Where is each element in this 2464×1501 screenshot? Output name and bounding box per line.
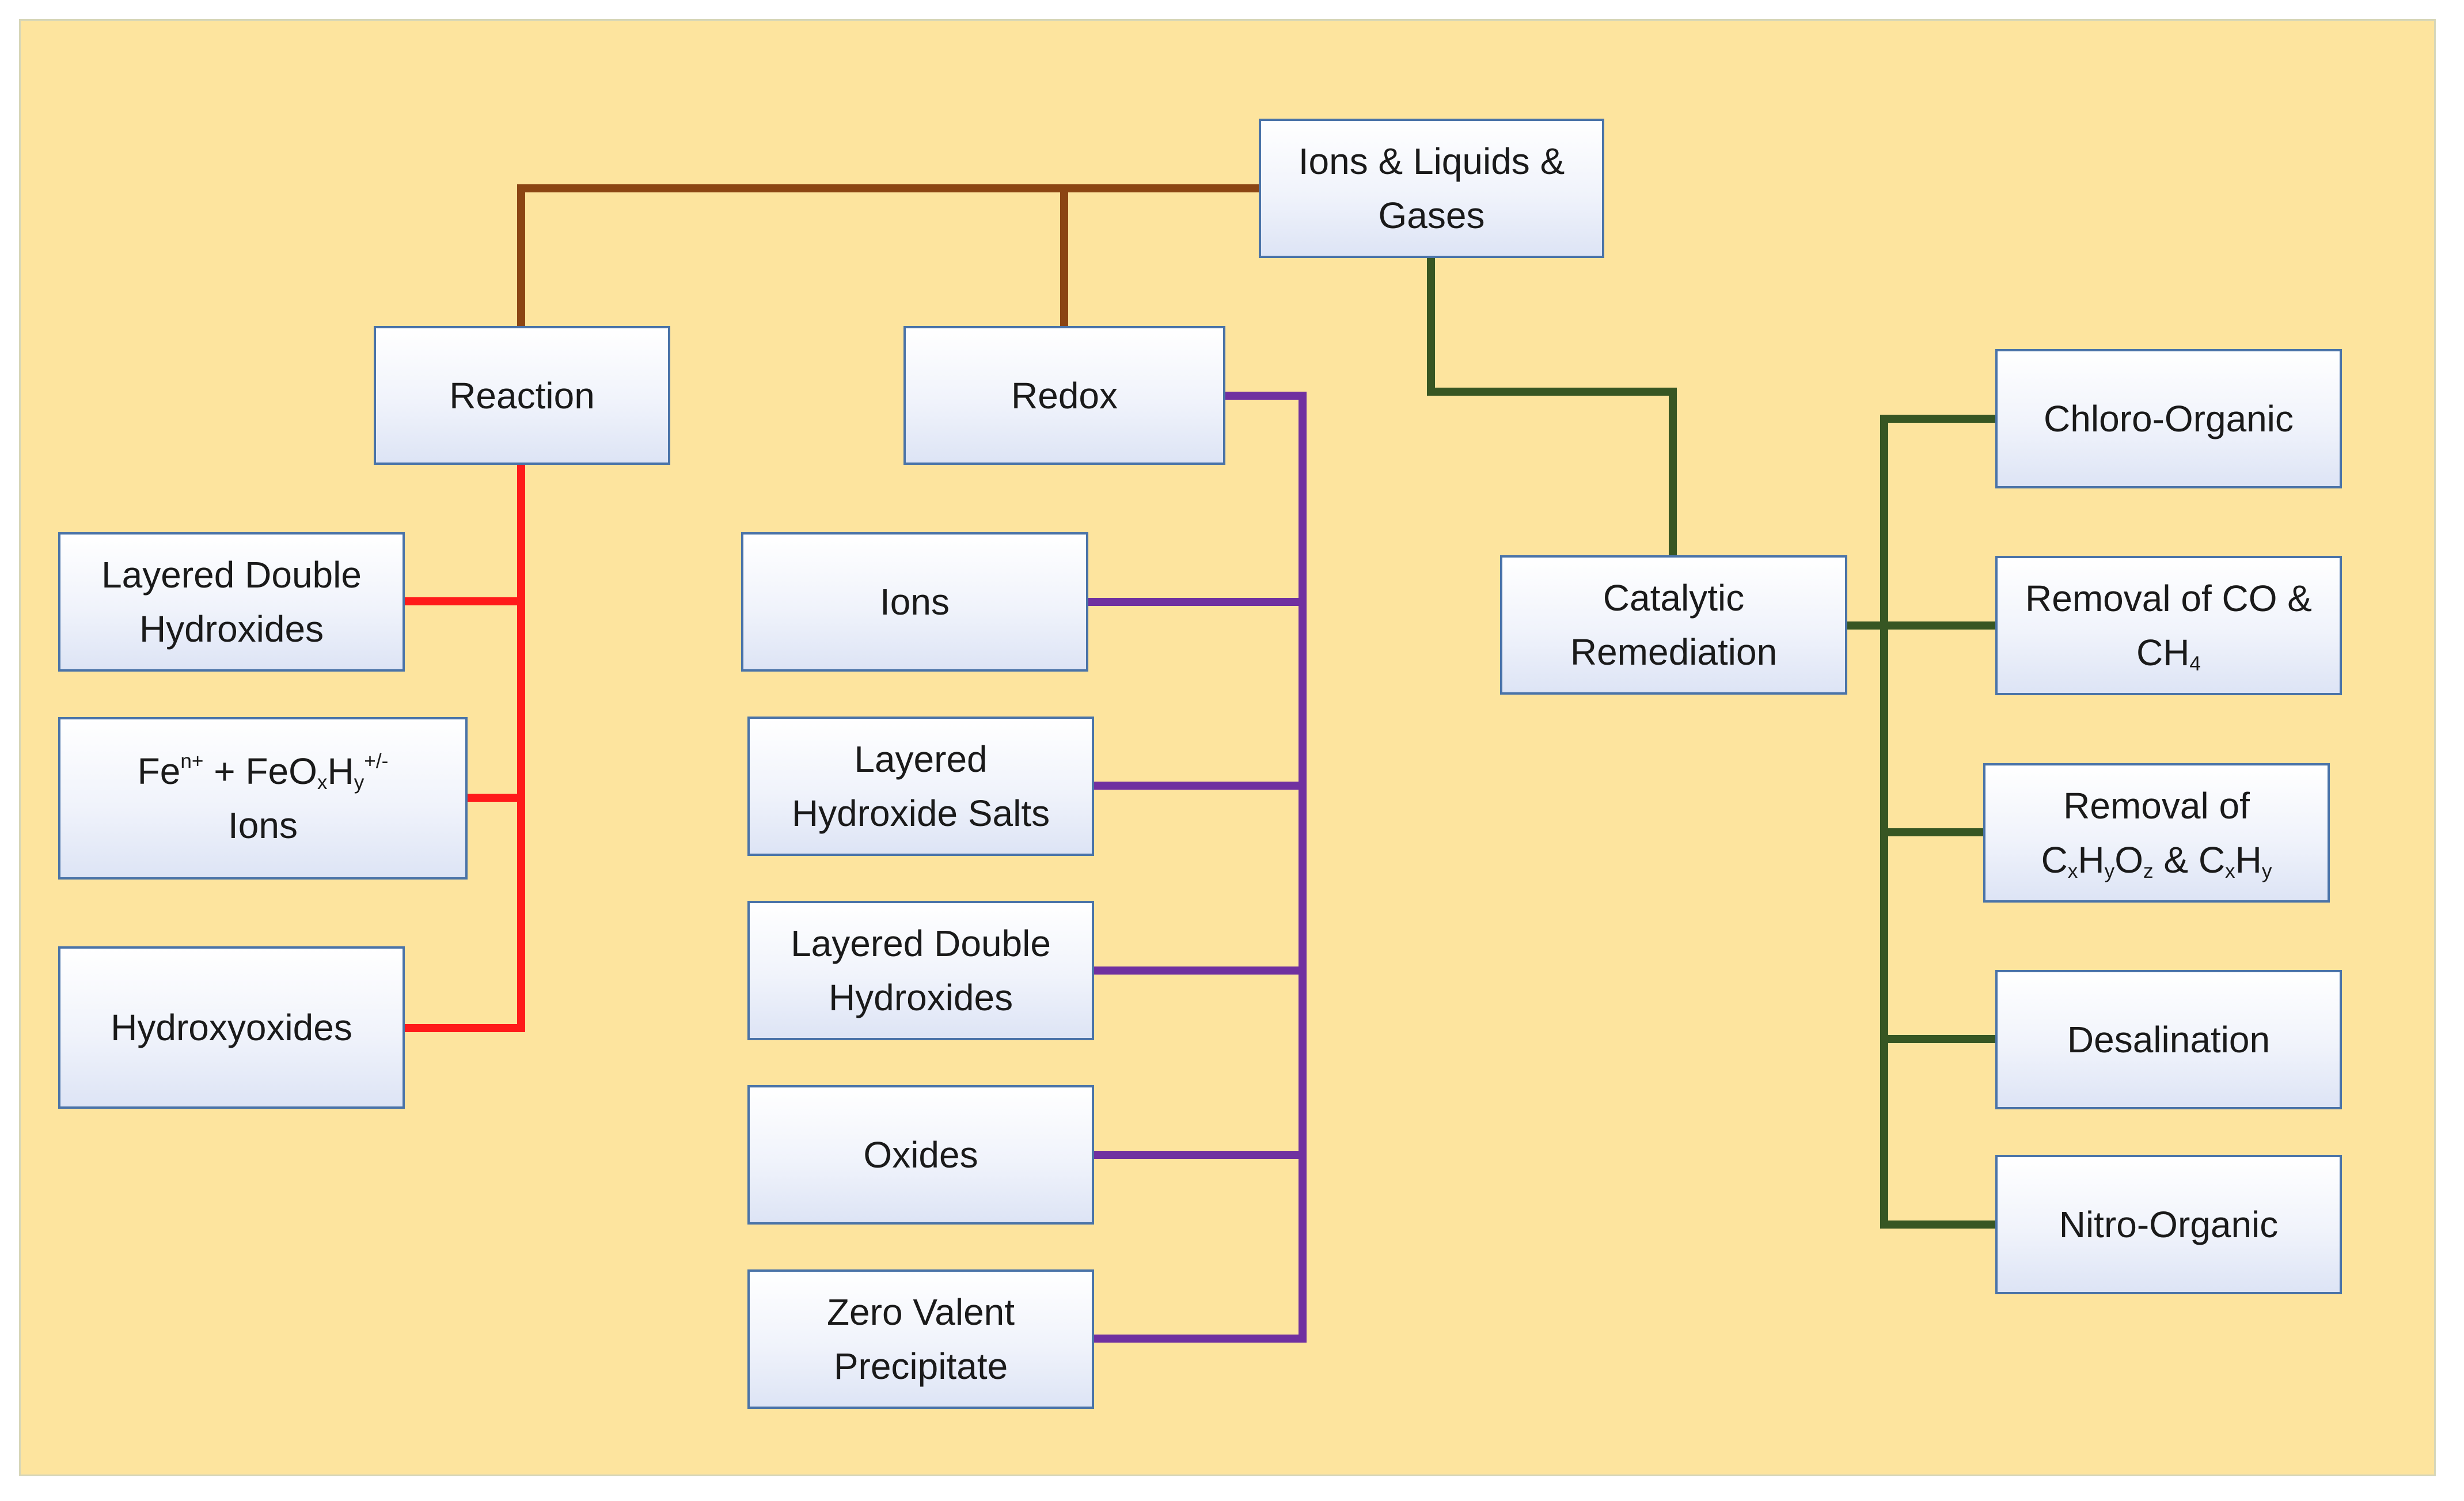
redox-trunk-connector	[1091, 392, 1307, 1343]
cxhyoz-node: Removal of CxHyOz & CxHy	[1983, 763, 2330, 903]
c-symbol-2: C	[2198, 839, 2226, 881]
x-subscript-2: x	[2225, 859, 2235, 882]
chloro-organic-node: Chloro-Organic	[1995, 349, 2342, 488]
redox-node: Redox	[903, 326, 1225, 465]
redox-oxides-node: Oxides	[747, 1085, 1094, 1225]
catalytic-line1: Catalytic	[1603, 577, 1745, 619]
reaction-ldh-line1: Layered Double	[101, 554, 362, 596]
redox-lhs-line1: Layered	[854, 738, 988, 780]
reaction-ldh-node: Layered Double Hydroxides	[58, 532, 405, 672]
root-node: Ions & Liquids & Gases	[1259, 119, 1604, 258]
redox-ldh-line2: Hydroxides	[828, 977, 1013, 1018]
h-symbol: H	[327, 750, 354, 792]
ampersand-text: &	[2153, 839, 2199, 881]
desalination-node: Desalination	[1995, 970, 2342, 1109]
x-subscript: x	[317, 771, 328, 794]
redox-ldh-node: Layered Double Hydroxides	[747, 901, 1094, 1040]
redox-zvp-line2: Precipitate	[833, 1345, 1008, 1387]
y-subscript-2: y	[2261, 859, 2272, 882]
redox-lhs-node: Layered Hydroxide Salts	[747, 717, 1094, 856]
y-subscript: y	[2104, 859, 2115, 882]
redox-zvp-line1: Zero Valent	[826, 1291, 1015, 1333]
catalytic-line2: Remediation	[1570, 631, 1778, 673]
fe-symbol: Fe	[137, 750, 181, 792]
fe-ions-line2: Ions	[228, 805, 298, 846]
redox-lhs-line2: Hydroxide Salts	[791, 793, 1050, 834]
c-symbol: C	[2041, 839, 2068, 881]
nitro-organic-node: Nitro-Organic	[1995, 1155, 2342, 1294]
chloro-organic-label: Chloro-Organic	[2044, 398, 2294, 439]
root-label-line1: Ions & Liquids &	[1298, 141, 1565, 182]
ch-symbol: CH	[2136, 632, 2190, 673]
ion-charge-superscript: +/-	[364, 749, 389, 772]
redox-oxides-label: Oxides	[863, 1134, 978, 1176]
nitro-organic-label: Nitro-Organic	[2059, 1204, 2279, 1245]
reaction-node: Reaction	[374, 326, 670, 465]
co-ch4-line1: Removal of CO &	[2025, 578, 2312, 619]
o-symbol: O	[2114, 839, 2143, 881]
reaction-fe-ions-node: Fen+ + FeOxHy+/- Ions	[58, 717, 468, 880]
redox-ions-node: Ions	[741, 532, 1088, 672]
desalination-label: Desalination	[2067, 1019, 2271, 1060]
ch4-subscript: 4	[2189, 652, 2201, 675]
root-label-line2: Gases	[1378, 195, 1485, 236]
root-to-catalytic-connector	[1427, 258, 1677, 558]
catalytic-trunk-connector	[1880, 415, 1998, 1229]
redox-zvp-node: Zero Valent Precipitate	[747, 1269, 1094, 1409]
redox-label: Redox	[1011, 374, 1118, 416]
co-ch4-node: Removal of CO & CH4	[1995, 556, 2342, 695]
z-subscript: z	[2143, 859, 2154, 882]
catalytic-node: Catalytic Remediation	[1500, 555, 1847, 695]
x-subscript: x	[2067, 859, 2078, 882]
feo-text: + FeO	[203, 750, 317, 792]
fe-charge-superscript: n+	[180, 749, 204, 772]
reaction-ldh-line2: Hydroxides	[139, 608, 324, 650]
reaction-label: Reaction	[449, 374, 595, 416]
h-symbol: H	[2078, 839, 2105, 881]
redox-ldh-line1: Layered Double	[791, 923, 1051, 964]
redox-ions-label: Ions	[880, 581, 950, 623]
y-subscript: y	[354, 771, 365, 794]
reaction-hydroxyoxides-node: Hydroxyoxides	[58, 946, 405, 1109]
h-symbol-2: H	[2235, 839, 2262, 881]
hydroxyoxides-label: Hydroxyoxides	[111, 1007, 352, 1048]
cxhyoz-line1: Removal of	[2063, 785, 2250, 827]
root-to-reaction-connector	[517, 184, 1261, 328]
